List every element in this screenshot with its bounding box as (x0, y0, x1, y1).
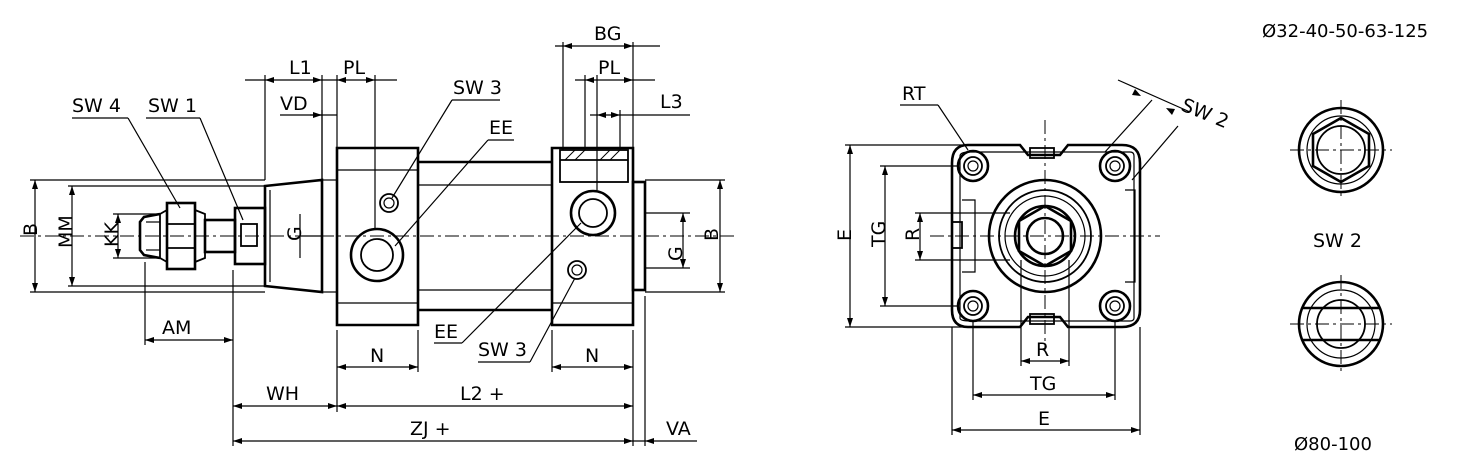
label-bg: BG (594, 23, 621, 45)
label-kk: KK (101, 222, 123, 247)
rod-nut (159, 201, 206, 271)
flat-rod-end-detail (1290, 275, 1392, 374)
end-view-labels: RT SW 2 E TG R R TG E (834, 83, 1232, 430)
label-sw2: SW 2 (1178, 94, 1232, 133)
label-rt: RT (902, 83, 926, 105)
label-ee-top: EE (489, 117, 513, 139)
label-g-right: G (665, 246, 687, 261)
side-view-labels: SW 4 SW 1 L1 PL VD SW 3 EE BG PL L3 B MM… (20, 23, 723, 440)
label-e-vertical: E (834, 229, 856, 241)
label-l1: L1 (289, 57, 312, 79)
label-n-right: N (585, 345, 599, 367)
label-e-horizontal: E (1038, 408, 1050, 430)
label-pl-right: PL (598, 57, 620, 79)
label-b-right: B (701, 228, 723, 241)
rear-head (550, 146, 647, 327)
threaded-rod-end (138, 212, 161, 260)
label-ee-bottom: EE (434, 321, 458, 343)
label-pl-left: PL (343, 57, 365, 79)
label-am: AM (162, 317, 191, 339)
label-wh: WH (266, 383, 299, 405)
side-view: SW 4 SW 1 L1 PL VD SW 3 EE BG PL L3 B MM… (20, 23, 735, 446)
end-view-rod (987, 178, 1103, 294)
label-vd: VD (280, 93, 308, 115)
leader-lines (72, 99, 582, 363)
label-sw4: SW 4 (72, 95, 121, 117)
front-bearing (263, 178, 337, 294)
label-detail-sw2: SW 2 (1313, 230, 1362, 252)
label-n-left: N (370, 345, 384, 367)
label-r-vertical: R (902, 228, 924, 241)
front-head (335, 146, 420, 327)
sw2-angled-dimension (1104, 79, 1191, 181)
end-view: RT SW 2 E TG R R TG E (834, 79, 1232, 435)
label-r-horizontal: R (1036, 339, 1049, 361)
end-view-dimensions (845, 144, 1141, 435)
label-va: VA (666, 418, 691, 440)
end-view-body (950, 143, 1142, 329)
label-diameter-top: Ø32-40-50-63-125 (1262, 21, 1428, 42)
extension-lines (30, 42, 725, 446)
cylinder-barrel (418, 160, 552, 312)
label-mm: MM (55, 215, 77, 248)
label-zj: ZJ + (410, 418, 451, 440)
hex-rod-end-detail (1290, 100, 1392, 200)
label-sw3-bottom: SW 3 (478, 339, 527, 361)
detail-views: Ø32-40-50-63-125 SW 2 Ø80-100 (1262, 21, 1428, 455)
label-l2: L2 + (460, 383, 505, 405)
label-diameter-bottom: Ø80-100 (1294, 434, 1372, 455)
label-sw1: SW 1 (148, 95, 197, 117)
dimension-arrows (32, 43, 723, 444)
label-tg-horizontal: TG (1029, 373, 1056, 395)
label-g-left: G (284, 226, 306, 241)
label-b-left: B (20, 223, 42, 236)
dimension-lines (34, 45, 721, 442)
label-sw3-top: SW 3 (453, 77, 502, 99)
label-l3: L3 (660, 91, 683, 113)
label-tg-vertical: TG (868, 221, 890, 248)
